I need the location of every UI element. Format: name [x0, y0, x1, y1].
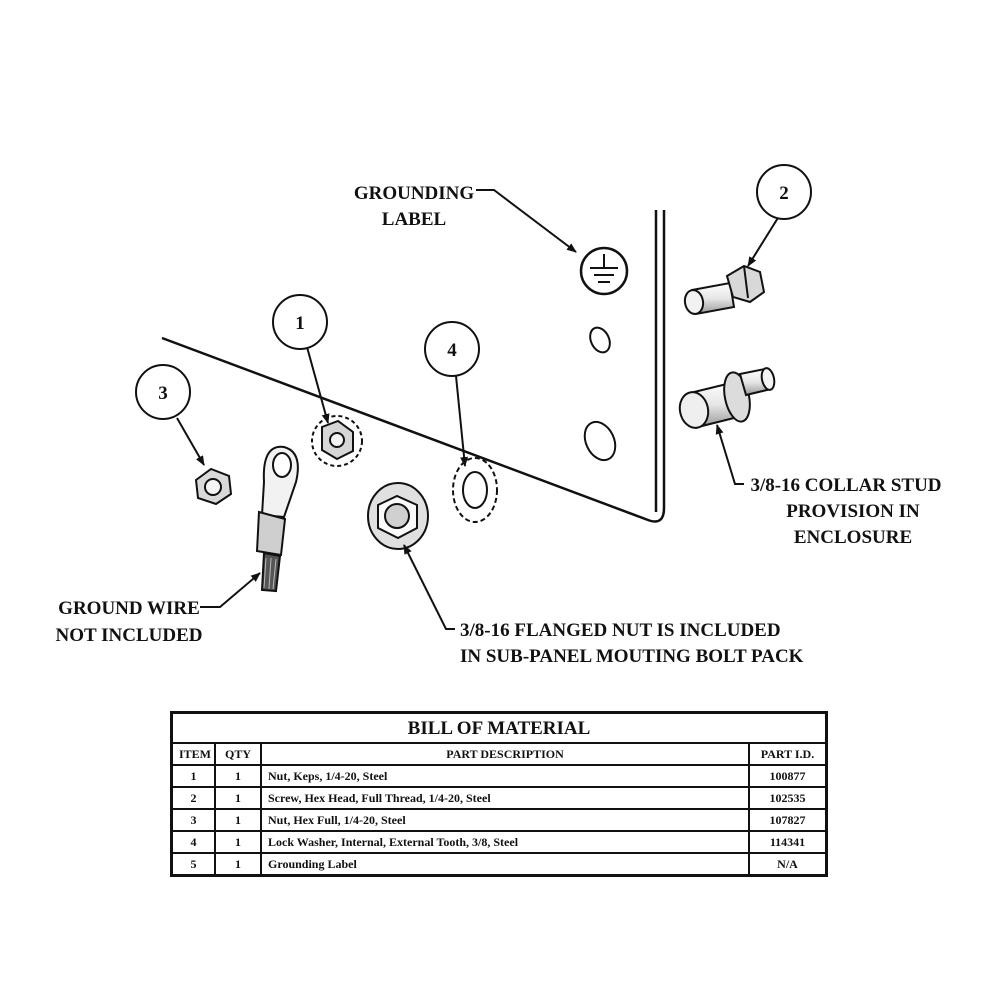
bom-description: Lock Washer, Internal, External Tooth, 3… — [260, 830, 750, 854]
collar-stud-callout-line2: PROVISION IN — [786, 501, 920, 522]
bom-qty: 1 — [214, 764, 262, 788]
enclosure-panel — [161, 210, 666, 523]
bom-description: Grounding Label — [260, 852, 750, 874]
bom-header-description: PART DESCRIPTION — [260, 744, 750, 766]
panel-holes — [583, 326, 617, 462]
bom-description: Nut, Hex Full, 1/4-20, Steel — [260, 808, 750, 832]
collar-stud — [678, 367, 776, 429]
leader-lines — [176, 189, 782, 630]
bom-table: ITEM QTY PART DESCRIPTION PART I.D. 1 1 … — [173, 744, 825, 874]
bom-qty: 1 — [214, 852, 262, 874]
table-row: 2 1 Screw, Hex Head, Full Thread, 1/4-20… — [173, 786, 825, 810]
keps-nut — [311, 415, 363, 467]
bom-qty: 1 — [214, 830, 262, 854]
bom-item: 1 — [173, 764, 216, 788]
svg-text:3: 3 — [158, 383, 168, 404]
bom-description: Nut, Keps, 1/4-20, Steel — [260, 764, 750, 788]
flanged-nut-callout-line2: IN SUB-PANEL MOUTING BOLT PACK — [460, 646, 804, 667]
bom-header-item: ITEM — [173, 744, 216, 766]
ground-wire-callout-line1: GROUND WIRE — [58, 598, 200, 619]
grounding-label-callout-line2: LABEL — [382, 209, 446, 230]
flanged-nut-callout-line1: 3/8-16 FLANGED NUT IS INCLUDED — [460, 620, 781, 641]
ground-wire-callout-line2: NOT INCLUDED — [56, 625, 203, 646]
bom-part-id: 100877 — [748, 764, 825, 788]
table-row: 4 1 Lock Washer, Internal, External Toot… — [173, 830, 825, 854]
balloon-2: 2 — [756, 164, 812, 220]
bill-of-material: BILL OF MATERIAL ITEM QTY PART DESCRIPTI… — [170, 711, 828, 877]
collar-stud-callout-line3: ENCLOSURE — [794, 527, 912, 548]
bom-part-id: 114341 — [748, 830, 825, 854]
table-row: 3 1 Nut, Hex Full, 1/4-20, Steel 107827 — [173, 808, 825, 832]
bom-header-part-id: PART I.D. — [748, 744, 825, 766]
bom-qty: 1 — [214, 786, 262, 810]
bom-item: 2 — [173, 786, 216, 810]
svg-text:4: 4 — [447, 340, 457, 361]
bom-description: Screw, Hex Head, Full Thread, 1/4-20, St… — [260, 786, 750, 810]
svg-text:2: 2 — [779, 183, 789, 204]
bom-item: 5 — [173, 852, 216, 874]
lock-washer — [452, 457, 498, 523]
bom-part-id: 107827 — [748, 808, 825, 832]
bom-header-row: ITEM QTY PART DESCRIPTION PART I.D. — [173, 744, 825, 766]
bom-item: 3 — [173, 808, 216, 832]
table-row: 1 1 Nut, Keps, 1/4-20, Steel 100877 — [173, 764, 825, 788]
bom-qty: 1 — [214, 808, 262, 832]
grounding-label-symbol — [579, 246, 629, 296]
balloon-1: 1 — [272, 294, 328, 350]
table-row: 5 1 Grounding Label N/A — [173, 852, 825, 874]
flanged-nut — [367, 482, 429, 550]
ring-terminal — [255, 445, 299, 593]
bom-part-id: 102535 — [748, 786, 825, 810]
grounding-label-callout-line1: GROUNDING — [354, 183, 475, 204]
svg-text:1: 1 — [295, 313, 305, 334]
balloon-4: 4 — [424, 321, 480, 377]
bom-part-id: N/A — [748, 852, 825, 874]
balloon-3: 3 — [135, 364, 191, 420]
hex-head-screw — [683, 264, 766, 316]
bom-title: BILL OF MATERIAL — [173, 714, 825, 744]
bom-item: 4 — [173, 830, 216, 854]
collar-stud-callout-line1: 3/8-16 COLLAR STUD — [750, 475, 941, 496]
bom-header-qty: QTY — [214, 744, 262, 766]
hex-nut — [194, 467, 233, 506]
